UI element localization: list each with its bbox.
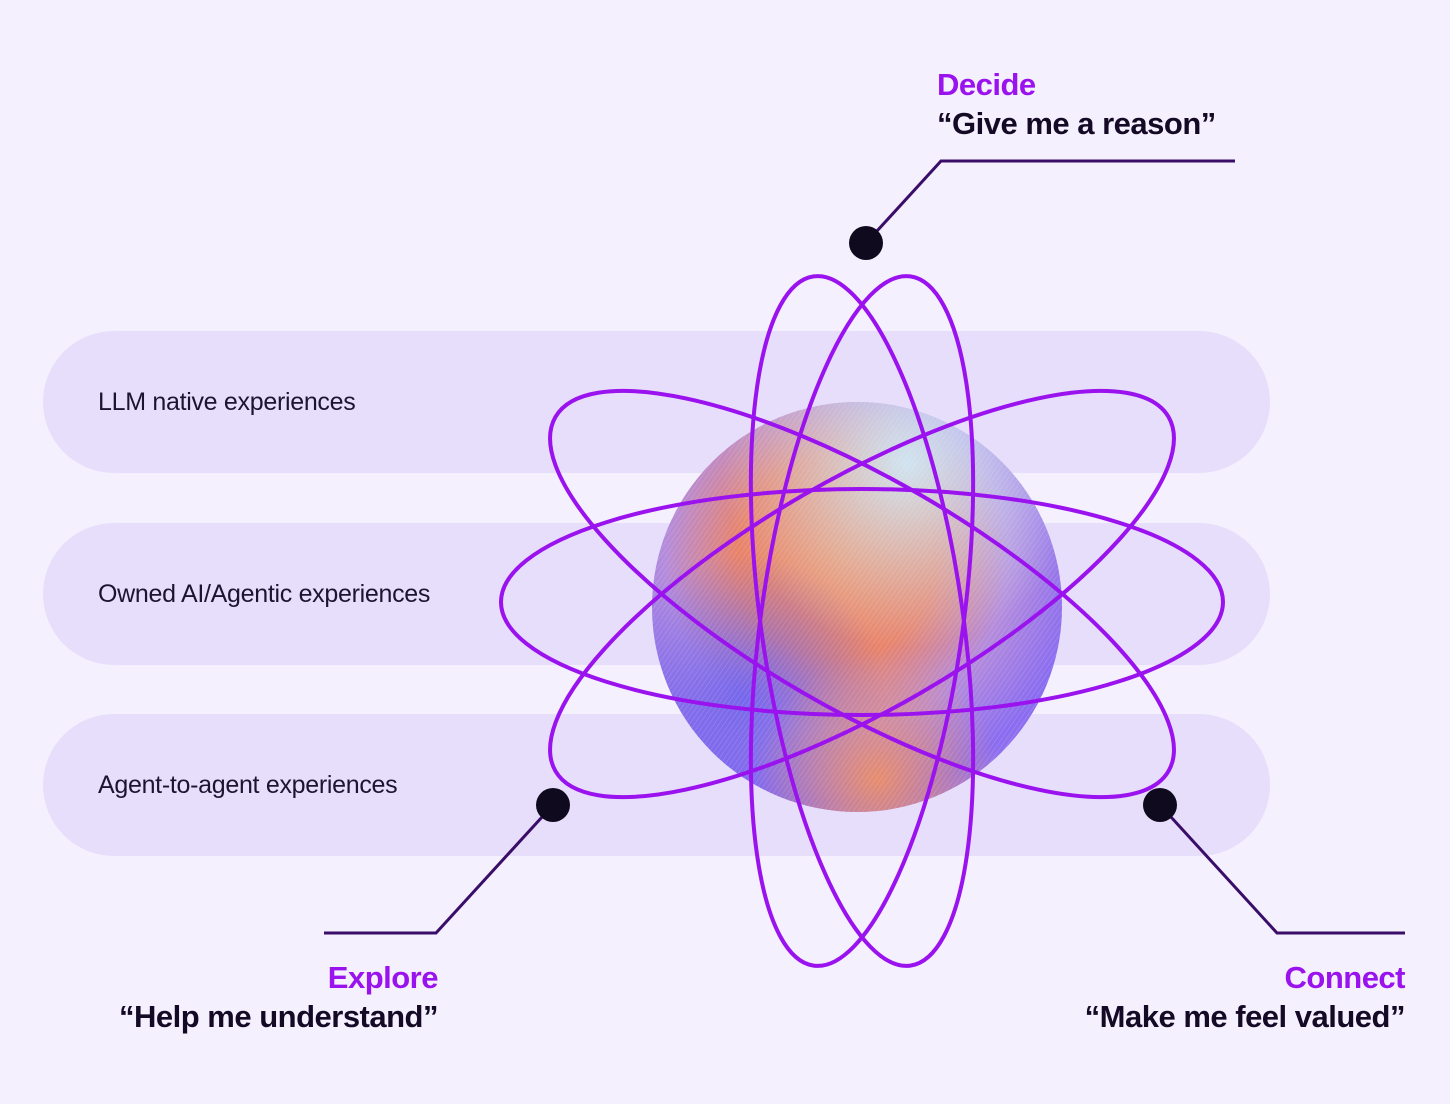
orbit-vertical-a (748, 274, 976, 968)
node-decide (849, 226, 883, 260)
orbit-horizontal (499, 487, 1225, 717)
leader-line-connect (1158, 803, 1405, 935)
leader-line-decide (864, 159, 1235, 245)
leader-line-explore (324, 803, 555, 935)
band-agent-to-agent: Agent-to-agent experiences (43, 714, 1270, 856)
band-llm-native: LLM native experiences (43, 331, 1270, 473)
callout-explore: Explore “Help me understand” (119, 959, 439, 1037)
callout-title: Connect (1284, 960, 1406, 995)
orbit-vertical-b (748, 274, 976, 968)
callout-quote: “Make me feel valued” (1084, 999, 1406, 1034)
callout-title: Explore (327, 960, 439, 995)
band-label: Owned AI/Agentic experiences (98, 580, 431, 608)
callout-quote: “Give me a reason” (937, 106, 1216, 141)
nodes (536, 226, 1177, 822)
orbit-diagonal-b (548, 388, 1176, 800)
callout-quote: “Help me understand” (119, 999, 439, 1034)
orbits (499, 274, 1225, 968)
node-connect (1143, 788, 1177, 822)
band-label: Agent-to-agent experiences (98, 771, 398, 799)
leader-lines (324, 159, 1405, 935)
orbit-diagonal-a (548, 388, 1176, 800)
callout-decide: Decide “Give me a reason” (937, 66, 1216, 144)
callout-title: Decide (937, 67, 1036, 102)
sphere (652, 402, 1062, 812)
callout-connect: Connect “Make me feel valued” (1084, 959, 1406, 1037)
node-explore (536, 788, 570, 822)
band-label: LLM native experiences (98, 388, 356, 416)
